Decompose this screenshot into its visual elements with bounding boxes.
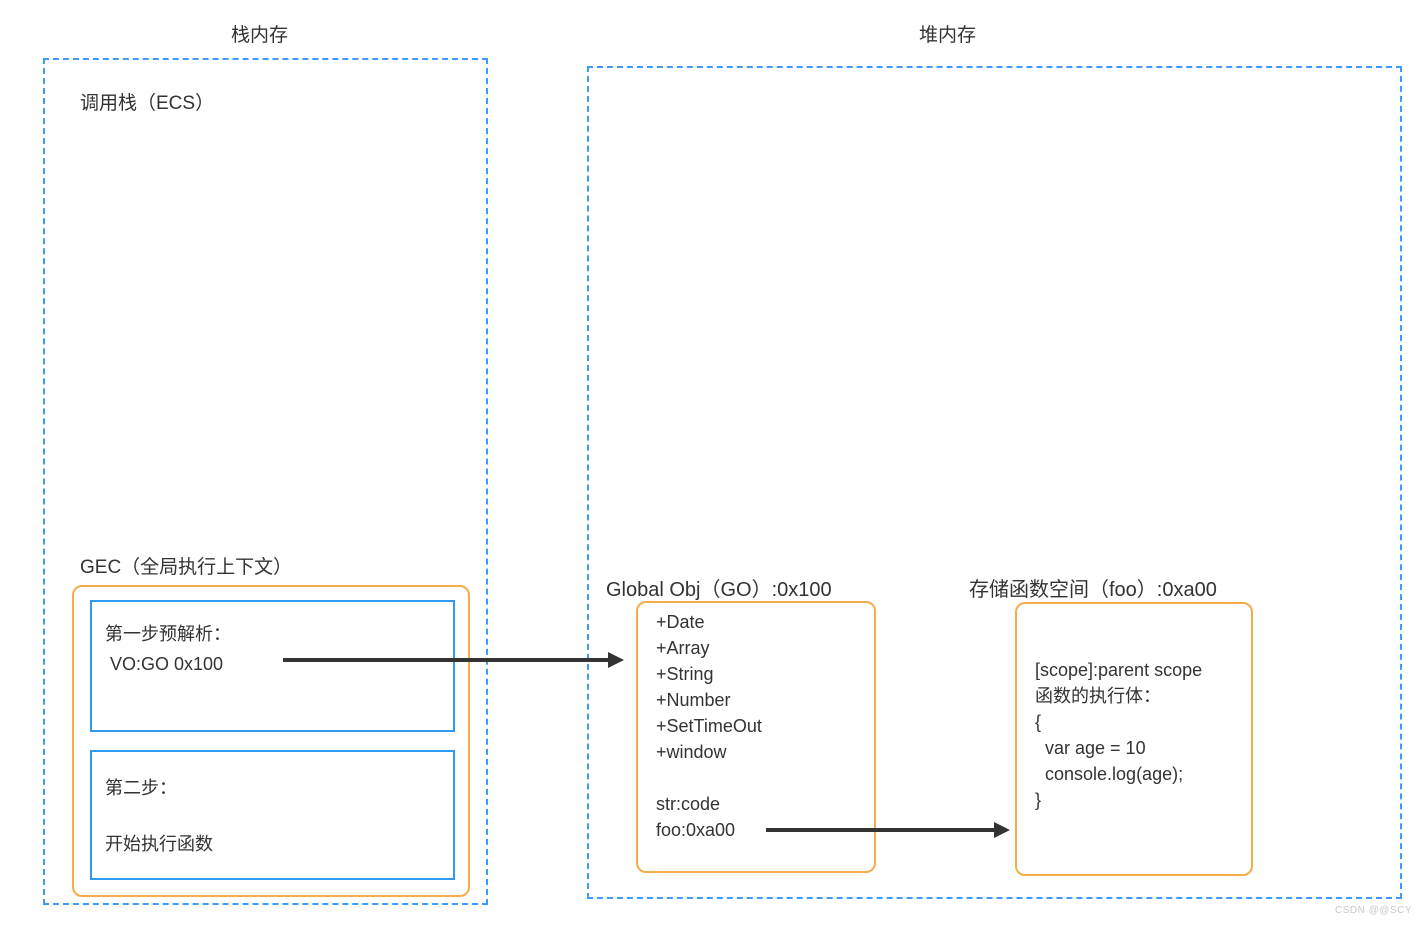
go-member: +window (656, 742, 727, 762)
global-obj-label: Global Obj（GO）:0x100 (606, 579, 832, 601)
go-prop: str:code (656, 794, 721, 814)
function-body-line: { (1035, 712, 1042, 732)
foo-to-function-arrow-line (766, 828, 996, 832)
go-member: +Array (656, 638, 710, 658)
step2-action: 开始执行函数 (105, 834, 213, 854)
step1-vo-value: VO:GO 0x100 (110, 654, 224, 674)
go-member-list: +Date +Array +String +Number +SetTimeOut +win… (656, 609, 762, 765)
step1-title: 第一步预解析： (105, 624, 231, 644)
vo-to-go-arrow-head (608, 652, 624, 668)
go-member: +Date (656, 612, 705, 632)
function-space-box: [scope]:parent scope 函数的执行体： { var age = 1… (1015, 602, 1253, 876)
function-space-label: 存储函数空间（foo）:0xa00 (969, 579, 1217, 601)
function-body-line: var age = 10 (1035, 738, 1146, 758)
heap-memory-region (587, 66, 1402, 899)
global-obj-box: +Date +Array +String +Number +SetTimeOut +win… (636, 601, 876, 873)
go-member: +SetTimeOut (656, 716, 762, 736)
watermark: CSDN @@SCY (1335, 905, 1412, 916)
call-stack-label: 调用栈（ECS） (80, 93, 215, 114)
gec-label: GEC（全局执行上下文） (80, 557, 293, 578)
heap-memory-title: 堆内存 (919, 25, 977, 46)
function-body-line: 函数的执行体： (1035, 686, 1161, 706)
function-body-line: [scope]:parent scope (1035, 660, 1203, 680)
go-member: +Number (656, 690, 731, 710)
go-prop-list: str:code foo:0xa00 (656, 791, 762, 843)
foo-to-function-arrow-head (994, 822, 1010, 838)
function-body-line: console.log(age); (1035, 764, 1184, 784)
step2-box: 第二步： 开始执行函数 (90, 750, 455, 880)
step1-box: 第一步预解析： VO:GO 0x100 (90, 600, 455, 732)
step2-title: 第二步： (105, 778, 177, 798)
function-body-lines: [scope]:parent scope 函数的执行体： { var age = 1… (1035, 657, 1202, 813)
go-member: +String (656, 664, 714, 684)
stack-memory-region (43, 58, 488, 905)
function-body-line: } (1035, 790, 1042, 810)
vo-to-go-arrow-line (283, 658, 610, 662)
stack-memory-title: 栈内存 (231, 25, 289, 46)
go-prop: foo:0xa00 (656, 820, 736, 840)
